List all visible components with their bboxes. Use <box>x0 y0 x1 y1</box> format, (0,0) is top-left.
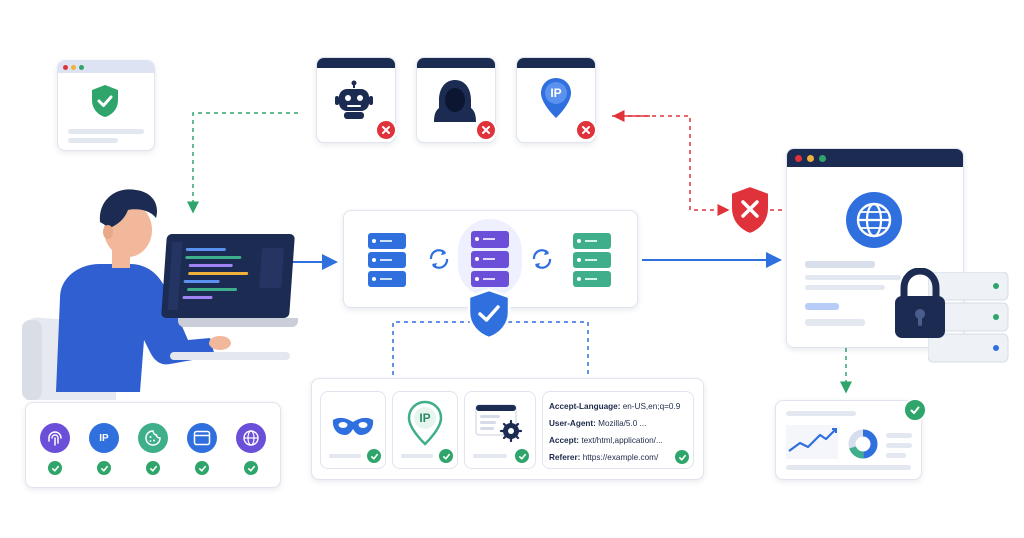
window-titlebar <box>517 58 595 68</box>
window-dot <box>819 155 826 162</box>
user-at-laptop-illustration <box>20 180 300 400</box>
text-placeholder <box>886 453 906 458</box>
blocked-x-icon <box>375 119 397 141</box>
window-dot <box>71 64 76 70</box>
text-placeholder <box>786 465 911 470</box>
text-placeholder <box>886 443 912 448</box>
ip-card: IP <box>392 391 458 469</box>
request-identity-panel: IP Accept-Language: <box>311 378 704 480</box>
text-placeholder <box>886 433 912 438</box>
cookie-icon <box>138 423 168 453</box>
check-icon <box>97 461 111 475</box>
check-icon <box>244 461 258 475</box>
header-line-referer: Referer: https://example.com/ <box>549 453 658 462</box>
fingerprint-checks-card: IP <box>25 402 281 488</box>
server-stack-green-icon <box>573 233 611 287</box>
window-dot <box>63 64 68 70</box>
header-key: Accept: <box>549 436 580 445</box>
window-titlebar <box>58 61 154 73</box>
rotate-arrows-icon <box>427 247 451 271</box>
fingerprint-icon <box>40 423 70 453</box>
success-check-icon <box>903 398 927 422</box>
robot-icon <box>334 80 374 120</box>
check-icon <box>367 449 381 463</box>
check-icon <box>439 449 453 463</box>
target-website-card <box>786 148 964 348</box>
globe-icon <box>845 191 903 249</box>
shield-check-blue-icon <box>466 288 512 340</box>
server-stack-purple-icon <box>471 231 509 287</box>
text-placeholder <box>68 138 118 143</box>
blocked-hacker-card <box>416 57 497 143</box>
text-placeholder <box>805 275 901 280</box>
text-placeholder <box>68 129 144 134</box>
blocked-x-icon <box>475 119 497 141</box>
shield-check-icon <box>90 83 120 119</box>
ip-pin-icon: IP <box>407 400 443 446</box>
header-line-accept: Accept: text/html,application/... <box>549 436 663 445</box>
text-placeholder <box>473 454 507 458</box>
header-value: Mozilla/5.0 ... <box>598 419 647 428</box>
header-key: Referer: <box>549 453 581 462</box>
blocked-bot-card <box>316 57 397 143</box>
code-editor-lines <box>167 242 284 310</box>
server-stack-blue-icon <box>368 233 406 287</box>
browser-settings-icon <box>475 404 525 444</box>
window-dot <box>795 155 802 162</box>
header-line-accept-language: Accept-Language: en-US,en;q=0.9 <box>549 402 680 411</box>
check-icon <box>675 450 689 464</box>
laptop-base <box>178 318 298 327</box>
padlock-icon <box>892 268 948 340</box>
header-value: en-US,en;q=0.9 <box>622 402 681 411</box>
text-placeholder <box>401 454 433 458</box>
blocked-ip-card: IP <box>516 57 597 143</box>
check-icon <box>146 461 160 475</box>
text-placeholder <box>329 454 361 458</box>
header-key: User-Agent: <box>549 419 596 428</box>
server-rack-icon <box>928 272 1012 364</box>
text-placeholder <box>786 411 856 416</box>
check-icon <box>515 449 529 463</box>
header-value: text/html,application/... <box>581 436 663 445</box>
shield-blocked-red-icon <box>728 184 772 236</box>
hooded-hacker-icon <box>434 78 476 122</box>
browser-settings-card <box>464 391 536 469</box>
mask-card <box>320 391 386 469</box>
globe-icon <box>236 423 266 453</box>
ip-pin-label: IP <box>419 411 431 425</box>
donut-chart-icon <box>848 429 878 459</box>
line-chart-icon <box>786 425 838 459</box>
ip-pin-icon: IP <box>539 76 573 120</box>
check-icon <box>48 461 62 475</box>
window-dot <box>79 64 84 70</box>
text-placeholder-accent <box>805 303 839 310</box>
mask-icon <box>331 414 375 438</box>
ip-icon-label: IP <box>99 432 109 444</box>
browser-window-icon <box>187 423 217 453</box>
green-dashed-connector <box>187 112 298 214</box>
red-dashed-connector <box>612 115 730 216</box>
text-placeholder <box>805 261 875 268</box>
rotate-arrows-icon <box>530 247 554 271</box>
secure-browser-card <box>57 60 155 151</box>
ip-icon: IP <box>89 423 119 453</box>
blocked-x-icon <box>575 119 597 141</box>
window-titlebar <box>787 149 963 167</box>
window-titlebar <box>317 58 395 68</box>
check-icon <box>195 461 209 475</box>
analytics-card <box>775 400 922 480</box>
laptop-screen <box>161 234 295 318</box>
header-value: https://example.com/ <box>582 453 659 462</box>
window-dot <box>807 155 814 162</box>
text-placeholder <box>805 319 865 326</box>
blue-dashed-bracket <box>392 321 589 375</box>
header-line-user-agent: User-Agent: Mozilla/5.0 ... <box>549 419 646 428</box>
window-titlebar <box>417 58 495 68</box>
text-placeholder <box>805 285 885 290</box>
header-key: Accept-Language: <box>549 402 621 411</box>
http-headers-card: Accept-Language: en-US,en;q=0.9 User-Age… <box>542 391 694 469</box>
ip-pin-label: IP <box>550 86 562 100</box>
